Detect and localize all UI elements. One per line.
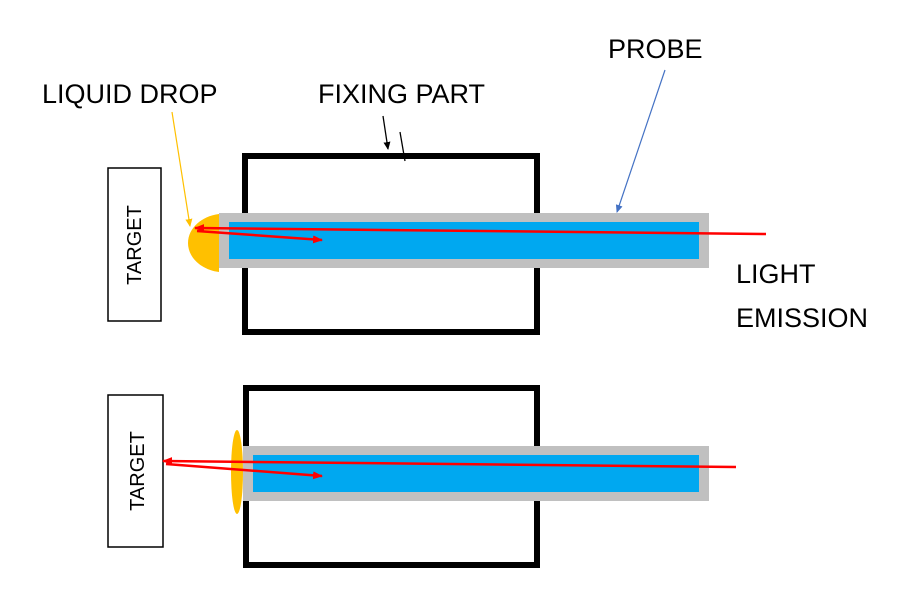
fixing-part-pointer [382,115,391,150]
fixing-part-tick [399,131,406,162]
liquid-drop-bottom [231,430,243,514]
target-box-top [107,167,162,322]
liquid-drop-pointer [171,111,193,227]
light-ray-incoming-bottom [162,457,737,469]
light-ray-reflected-top [196,229,323,244]
target-label-bottom: TARGET [127,431,149,511]
light-emission-label-line2: EMISSION [736,303,868,333]
light-emission-label-line1: LIGHT [736,259,816,289]
light-ray-reflected-bottom [165,462,323,480]
bottom-assembly: TARGET [107,385,737,568]
annotations: LIQUID DROP FIXING PART PROBE LIGHT EMIS… [42,34,868,333]
liquid-drop-top [188,214,219,272]
probe-core-bottom [253,455,699,492]
probe-core-top [229,222,699,259]
target-label-top: TARGET [124,205,146,285]
probe-pointer [615,69,666,213]
target-box-bottom [107,394,164,548]
liquid-drop-label: LIQUID DROP [42,79,218,109]
fixing-part-label: FIXING PART [318,79,485,109]
probe-label: PROBE [608,34,703,64]
light-ray-incoming-top [194,224,767,236]
top-assembly: TARGET [107,153,767,335]
